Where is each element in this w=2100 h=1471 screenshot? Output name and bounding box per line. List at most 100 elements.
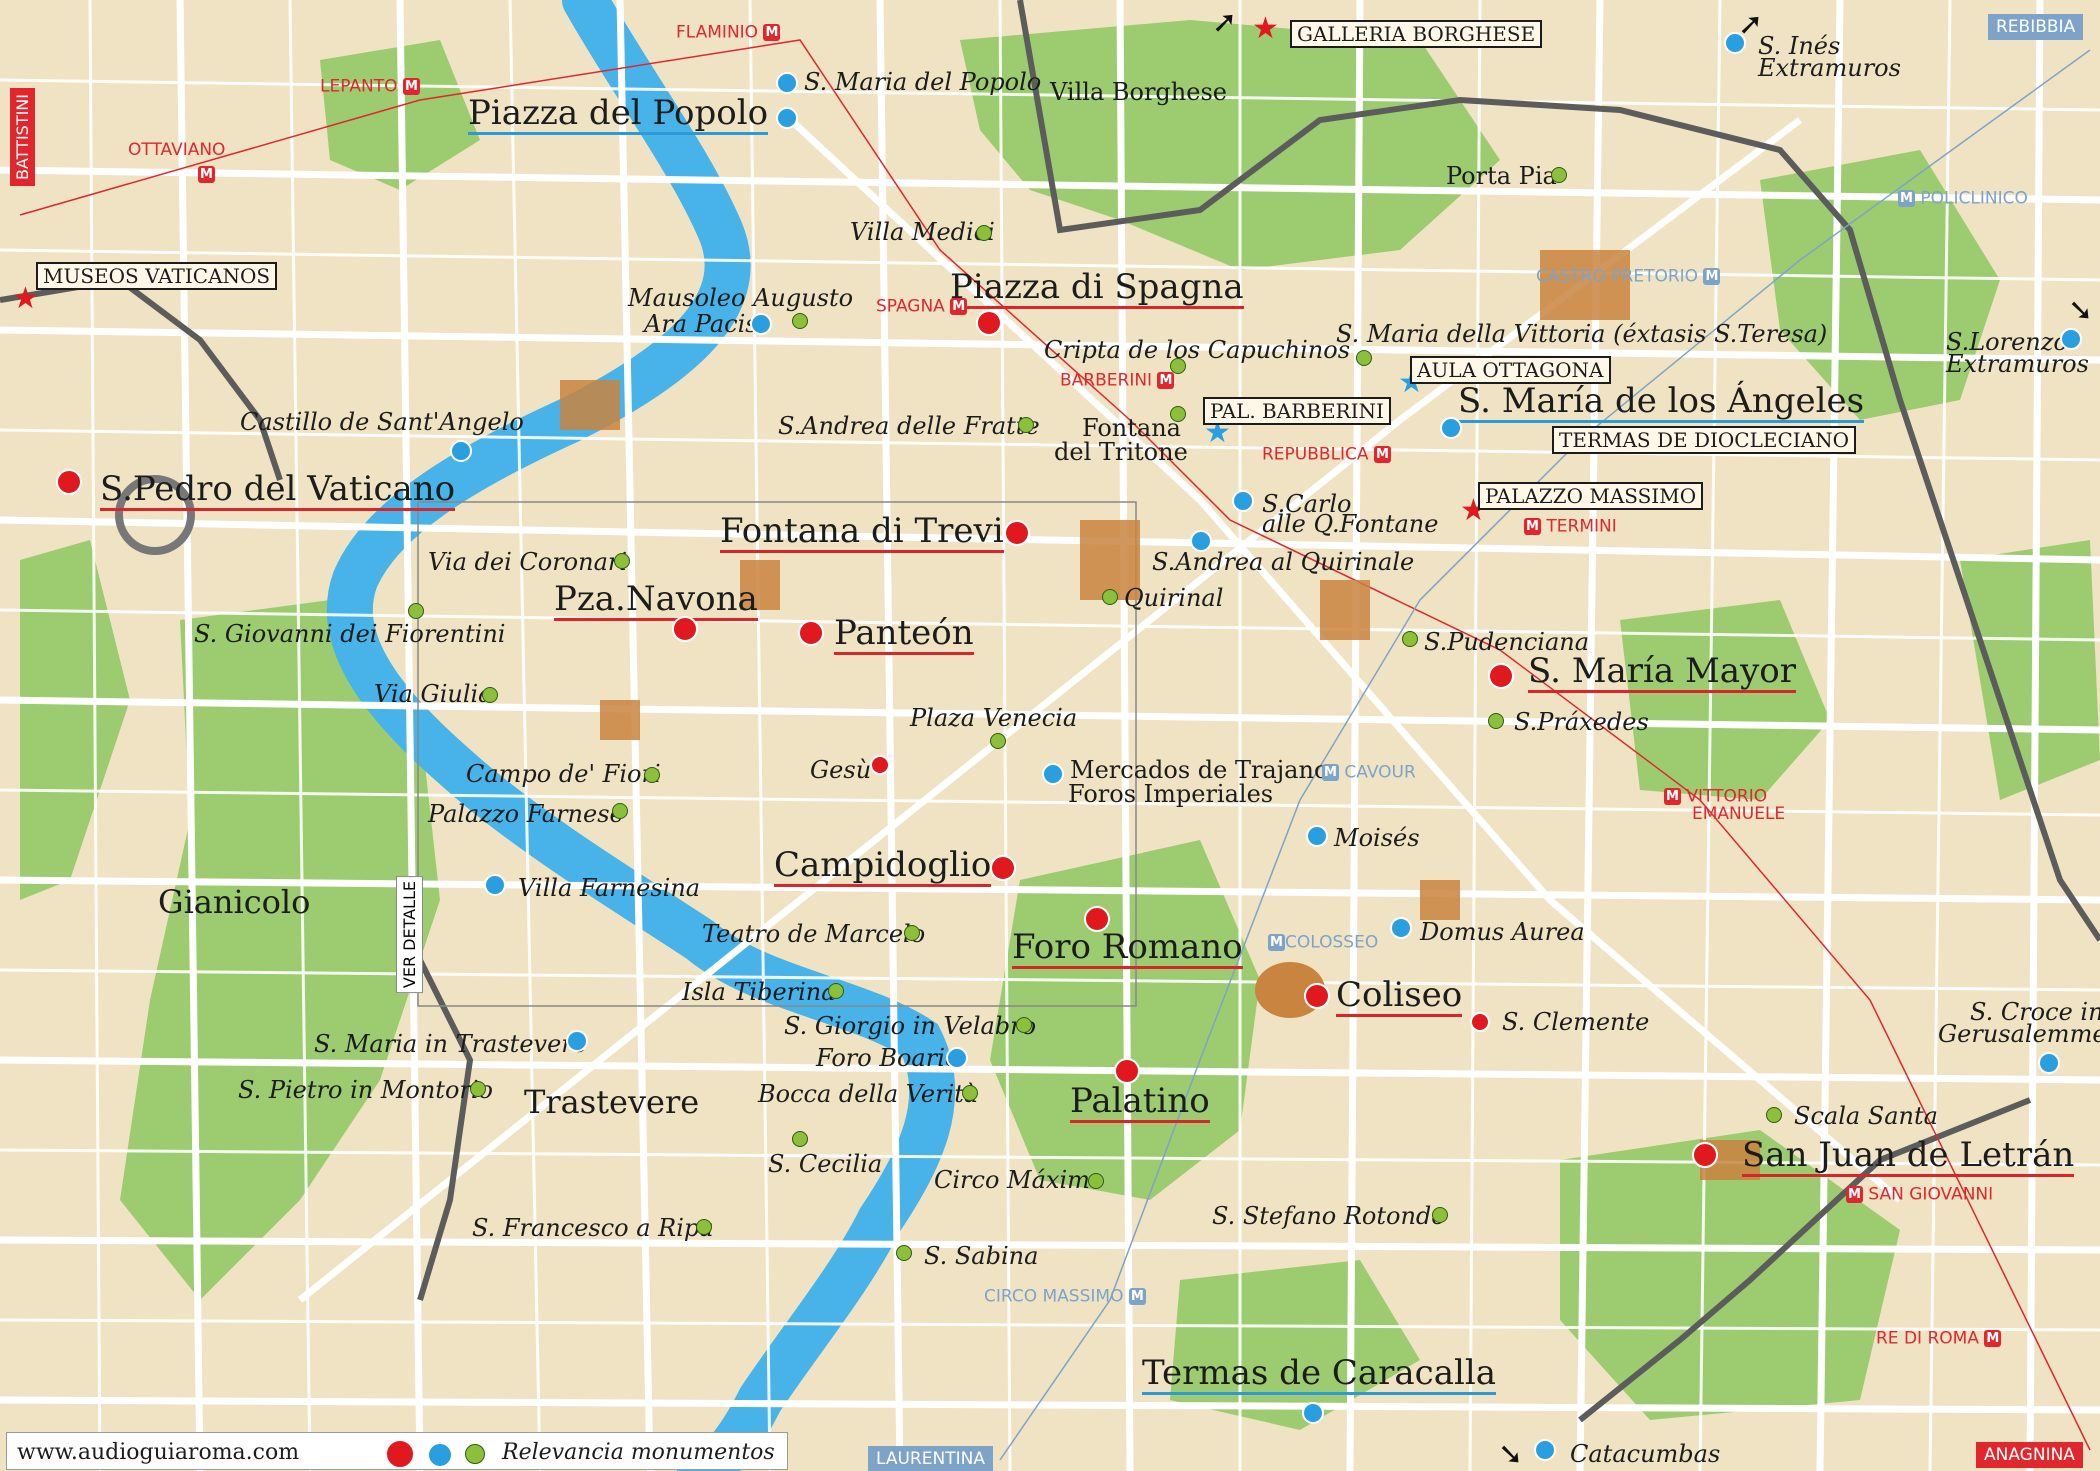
marker-foro-romano[interactable] — [1084, 906, 1110, 932]
marker-maria-popolo[interactable] — [776, 72, 798, 94]
label-porta-pia[interactable]: Porta Pia — [1446, 162, 1557, 190]
label-termas-caracalla[interactable]: Termas de Caracalla — [1142, 1353, 1497, 1395]
label-panteon[interactable]: Panteón — [834, 613, 974, 655]
marker-ara-pacis[interactable] — [750, 313, 772, 335]
metro-cavour[interactable]: M CAVOUR — [1322, 764, 1416, 782]
metro-san-giovanni[interactable]: M SAN GIOVANNI — [1846, 1186, 1993, 1204]
label-termas-diocleciano[interactable]: TERMAS DE DIOCLECIANO — [1552, 426, 1857, 454]
label-stefano-rotondo[interactable]: S. Stefano Rotondo — [1212, 1202, 1446, 1230]
marker-porta-pia[interactable] — [1551, 167, 1567, 183]
marker-san-pedro[interactable] — [56, 469, 82, 495]
marker-campidoglio[interactable] — [990, 855, 1016, 881]
label-fontana-trevi[interactable]: Fontana di Trevi — [720, 511, 1004, 553]
metro-vittorio-emanuele[interactable]: M VITTORIO — [1664, 788, 1767, 806]
marker-andrea-fratte[interactable] — [1018, 417, 1034, 433]
label-san-carlo[interactable]: S.Carlo — [1262, 490, 1352, 518]
label-galleria-borghese[interactable]: GALLERIA BORGHESE — [1290, 20, 1543, 48]
marker-navona[interactable] — [672, 616, 698, 642]
metro-re-di-roma[interactable]: RE DI ROMA M — [1876, 1330, 2002, 1348]
label-bocca-verita[interactable]: Bocca della Verità — [758, 1080, 979, 1108]
label-maria-mayor[interactable]: S. María Mayor — [1528, 651, 1796, 693]
label-villa-borghese[interactable]: Villa Borghese — [1050, 78, 1227, 106]
marker-cecilia[interactable] — [792, 1131, 808, 1147]
label-cripta-capuchinos[interactable]: Cripta de los Capuchinos — [1044, 336, 1351, 364]
marker-trevi[interactable] — [1004, 520, 1030, 546]
marker-vittoria[interactable] — [1356, 350, 1372, 366]
label-palazzo-massimo[interactable]: PALAZZO MASSIMO — [1478, 482, 1704, 510]
marker-ripa[interactable] — [696, 1219, 712, 1235]
marker-boario[interactable] — [946, 1047, 968, 1069]
label-santa-croce[interactable]: S. Croce in — [1970, 998, 2100, 1026]
marker-verita[interactable] — [962, 1085, 978, 1101]
label-andrea-quirinale[interactable]: S.Andrea al Quirinale — [1152, 548, 1415, 576]
marker-gesu[interactable] — [870, 755, 890, 775]
metro-castro-pretorio[interactable]: CASTRO PRETORIO M — [1536, 268, 1721, 286]
metro-circo-massimo[interactable]: CIRCO MASSIMO M — [984, 1288, 1146, 1306]
marker-fiori[interactable] — [644, 767, 660, 783]
marker-coliseo[interactable] — [1304, 983, 1330, 1009]
label-coliseo[interactable]: Coliseo — [1336, 975, 1463, 1017]
label-via-giulia[interactable]: Via Giulia — [374, 680, 493, 708]
marker-scala-santa[interactable] — [1766, 1107, 1782, 1123]
label-san-pedro[interactable]: S.Pedro del Vaticano — [100, 469, 456, 511]
label-piazza-popolo[interactable]: Piazza del Popolo — [468, 93, 769, 135]
marker-panteon[interactable] — [798, 620, 824, 646]
marker-farnesina[interactable] — [484, 874, 506, 896]
label-catacumbas[interactable]: Catacumbas — [1570, 1440, 1721, 1468]
marker-mausoleo[interactable] — [792, 313, 808, 329]
ver-detalle-button[interactable]: VER DETALLE — [396, 876, 423, 994]
label-maria-vittoria[interactable]: S. Maria della Vittoria (éxtasis S.Teres… — [1336, 320, 1828, 348]
label-pietro-montorio[interactable]: S. Pietro in Montorio — [238, 1076, 493, 1104]
marker-andrea-quirinale[interactable] — [1190, 530, 1212, 552]
label-castillo-santangelo[interactable]: Castillo de Sant'Angelo — [240, 408, 524, 436]
label-gesu[interactable]: Gesù — [810, 756, 872, 784]
label-santa-sabina[interactable]: S. Sabina — [924, 1242, 1039, 1270]
marker-letran[interactable] — [1692, 1142, 1718, 1168]
label-giorgio-velabro[interactable]: S. Giorgio in Velabro — [784, 1012, 1037, 1040]
label-museos-vaticanos[interactable]: MUSEOS VATICANOS — [36, 262, 278, 290]
label-mausoleo-augusto[interactable]: Mausoleo Augusto — [628, 284, 854, 312]
label-maria-trastevere[interactable]: S. Maria in Trastevere — [314, 1030, 587, 1058]
label-andrea-fratte[interactable]: S.Andrea delle Fratte — [778, 412, 1040, 440]
label-villa-farnesina[interactable]: Villa Farnesina — [518, 874, 701, 902]
label-plaza-venecia[interactable]: Plaza Venecia — [910, 704, 1078, 732]
label-santa-cecilia[interactable]: S. Cecilia — [768, 1150, 883, 1178]
label-via-coronari[interactable]: Via dei Coronari — [428, 548, 628, 576]
marker-farnese[interactable] — [612, 803, 628, 819]
marker-pudenciana[interactable] — [1402, 631, 1418, 647]
marker-velabro[interactable] — [1016, 1017, 1032, 1033]
label-aula-ottagona[interactable]: AULA OTTAGONA — [1410, 356, 1611, 384]
marker-tiberina[interactable] — [828, 983, 844, 999]
label-praxedes[interactable]: S.Práxedes — [1514, 708, 1649, 736]
marker-santangelo[interactable] — [450, 440, 472, 462]
marker-tritone[interactable] — [1170, 406, 1186, 422]
label-campo-fiori[interactable]: Campo de' Fiori — [466, 760, 661, 788]
marker-giulia[interactable] — [482, 687, 498, 703]
marker-ines[interactable] — [1724, 32, 1746, 54]
marker-fiorentini[interactable] — [408, 603, 424, 619]
marker-praxedes[interactable] — [1488, 713, 1504, 729]
label-piazza-spagna[interactable]: Piazza di Spagna — [950, 267, 1244, 309]
metro-termini[interactable]: M TERMINI — [1524, 518, 1617, 536]
marker-villa-medici[interactable] — [976, 225, 992, 241]
marker-palatino[interactable] — [1114, 1058, 1140, 1084]
label-moises[interactable]: Moisés — [1334, 824, 1420, 852]
marker-stefano[interactable] — [1432, 1207, 1448, 1223]
metro-spagna[interactable]: SPAGNA M — [876, 298, 968, 316]
label-isla-tiberina[interactable]: Isla Tiberina — [682, 978, 836, 1006]
marker-lorenzo[interactable] — [2060, 328, 2082, 350]
metro-policlinico[interactable]: M POLICLINICO — [1898, 190, 2028, 208]
label-san-lorenzo[interactable]: S.Lorenzo — [1946, 328, 2068, 356]
marker-catacumbas[interactable] — [1534, 1439, 1556, 1461]
label-ara-pacis[interactable]: Ara Pacis — [644, 310, 758, 338]
label-quirinal[interactable]: Quirinal — [1124, 584, 1224, 612]
label-foros-imperiales[interactable]: Foros Imperiales — [1068, 780, 1274, 808]
marker-popolo[interactable] — [776, 107, 798, 129]
label-villa-medici[interactable]: Villa Medici — [850, 218, 995, 246]
metro-flaminio[interactable]: FLAMINIO M — [676, 24, 781, 42]
label-santa-ines[interactable]: S. Inés — [1758, 32, 1841, 60]
label-pza-navona[interactable]: Pza.Navona — [554, 579, 758, 621]
marker-montorio[interactable] — [470, 1081, 486, 1097]
label-san-clemente[interactable]: S. Clemente — [1502, 1008, 1650, 1036]
